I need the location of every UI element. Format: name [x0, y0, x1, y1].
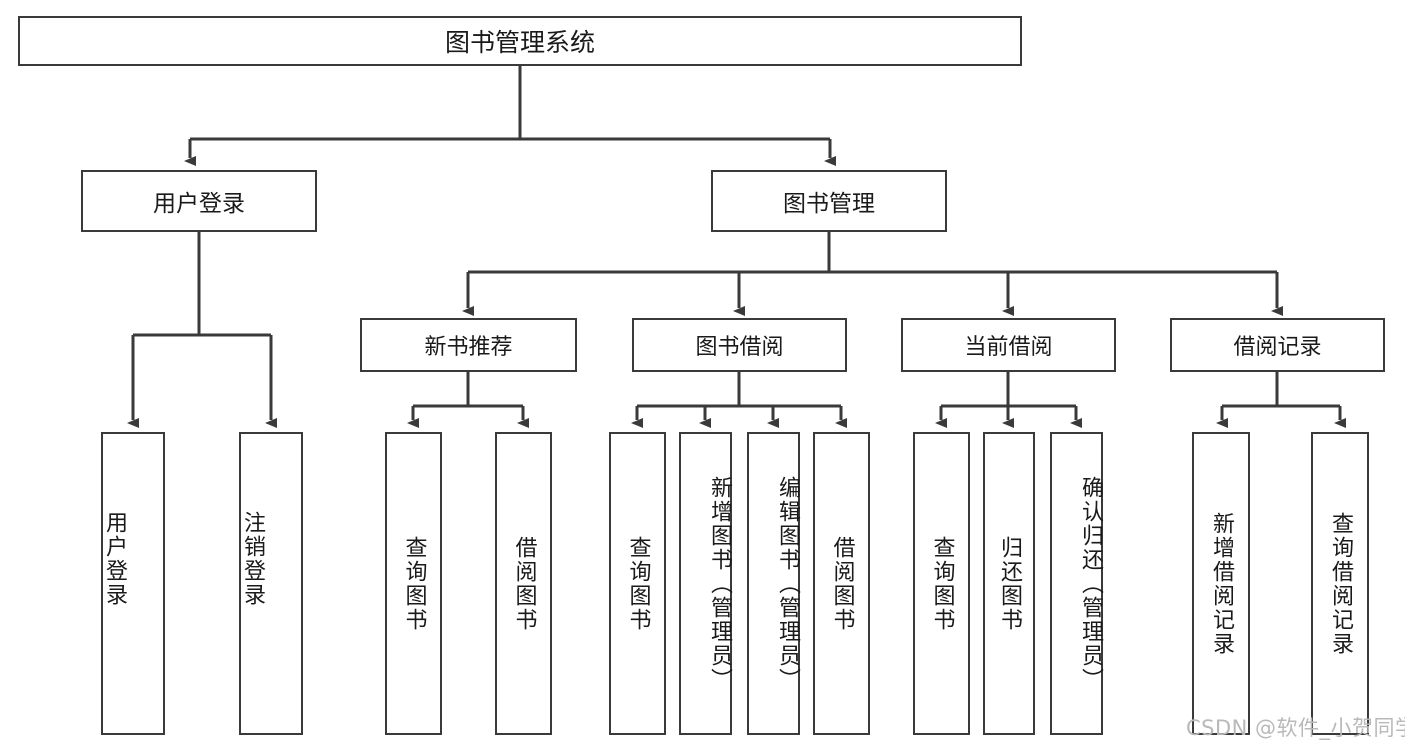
node-label: 图书管理 [783, 191, 875, 217]
node-label: 借阅图书 [829, 535, 855, 632]
node-label: 借阅记录 [1233, 335, 1322, 360]
watermark-text: CSDN @软件_小贺同学 [1186, 716, 1405, 740]
node-label: 图书借阅 [695, 335, 784, 360]
node-user-login[interactable]: 用户登录 [81, 170, 317, 232]
leaf-recommend-query-book[interactable]: 查询图书 [385, 432, 442, 735]
leaf-user-logout[interactable]: 注销登录 [239, 432, 303, 735]
node-label: 查询图书 [401, 535, 427, 632]
node-book-borrow[interactable]: 图书借阅 [632, 318, 847, 372]
leaf-borrow-query-book[interactable]: 查询图书 [609, 432, 666, 735]
node-borrow-record[interactable]: 借阅记录 [1170, 318, 1385, 372]
node-label: 用户登录 [102, 510, 127, 607]
node-label: 新书推荐 [424, 335, 513, 360]
leaf-current-return-book[interactable]: 归还图书 [983, 432, 1035, 735]
node-label: 新增借阅记录 [1209, 511, 1234, 656]
node-label: 查询图书 [929, 535, 955, 632]
node-label: 查询图书 [625, 535, 651, 632]
leaf-borrow-add-book-admin[interactable]: 新增图书（管理员） [679, 432, 732, 735]
node-label: 当前借阅 [964, 335, 1053, 360]
node-label: 借阅图书 [511, 535, 537, 632]
node-root-system[interactable]: 图书管理系统 [18, 16, 1022, 66]
node-new-book-recommend[interactable]: 新书推荐 [360, 318, 577, 372]
node-label: 注销登录 [240, 510, 265, 607]
leaf-current-query-book[interactable]: 查询图书 [913, 432, 970, 735]
node-label: 新增图书（管理员） [707, 475, 732, 692]
leaf-record-add-borrow-record[interactable]: 新增借阅记录 [1192, 432, 1250, 735]
leaf-user-login[interactable]: 用户登录 [101, 432, 165, 735]
node-label: 编辑图书（管理员） [775, 475, 800, 692]
leaf-borrow-borrow-book[interactable]: 借阅图书 [813, 432, 870, 735]
node-book-management[interactable]: 图书管理 [711, 170, 947, 232]
node-label: 查询借阅记录 [1328, 511, 1353, 656]
leaf-borrow-edit-book-admin[interactable]: 编辑图书（管理员） [747, 432, 800, 735]
node-current-borrow[interactable]: 当前借阅 [901, 318, 1116, 372]
node-label: 用户登录 [153, 191, 245, 217]
leaf-recommend-borrow-book[interactable]: 借阅图书 [495, 432, 552, 735]
node-label: 图书管理系统 [444, 28, 595, 57]
node-label: 归还图书 [997, 535, 1022, 632]
leaf-current-confirm-return-admin[interactable]: 确认归还（管理员） [1050, 432, 1103, 735]
node-label: 确认归还（管理员） [1078, 475, 1103, 692]
leaf-record-query-borrow-record[interactable]: 查询借阅记录 [1311, 432, 1369, 735]
